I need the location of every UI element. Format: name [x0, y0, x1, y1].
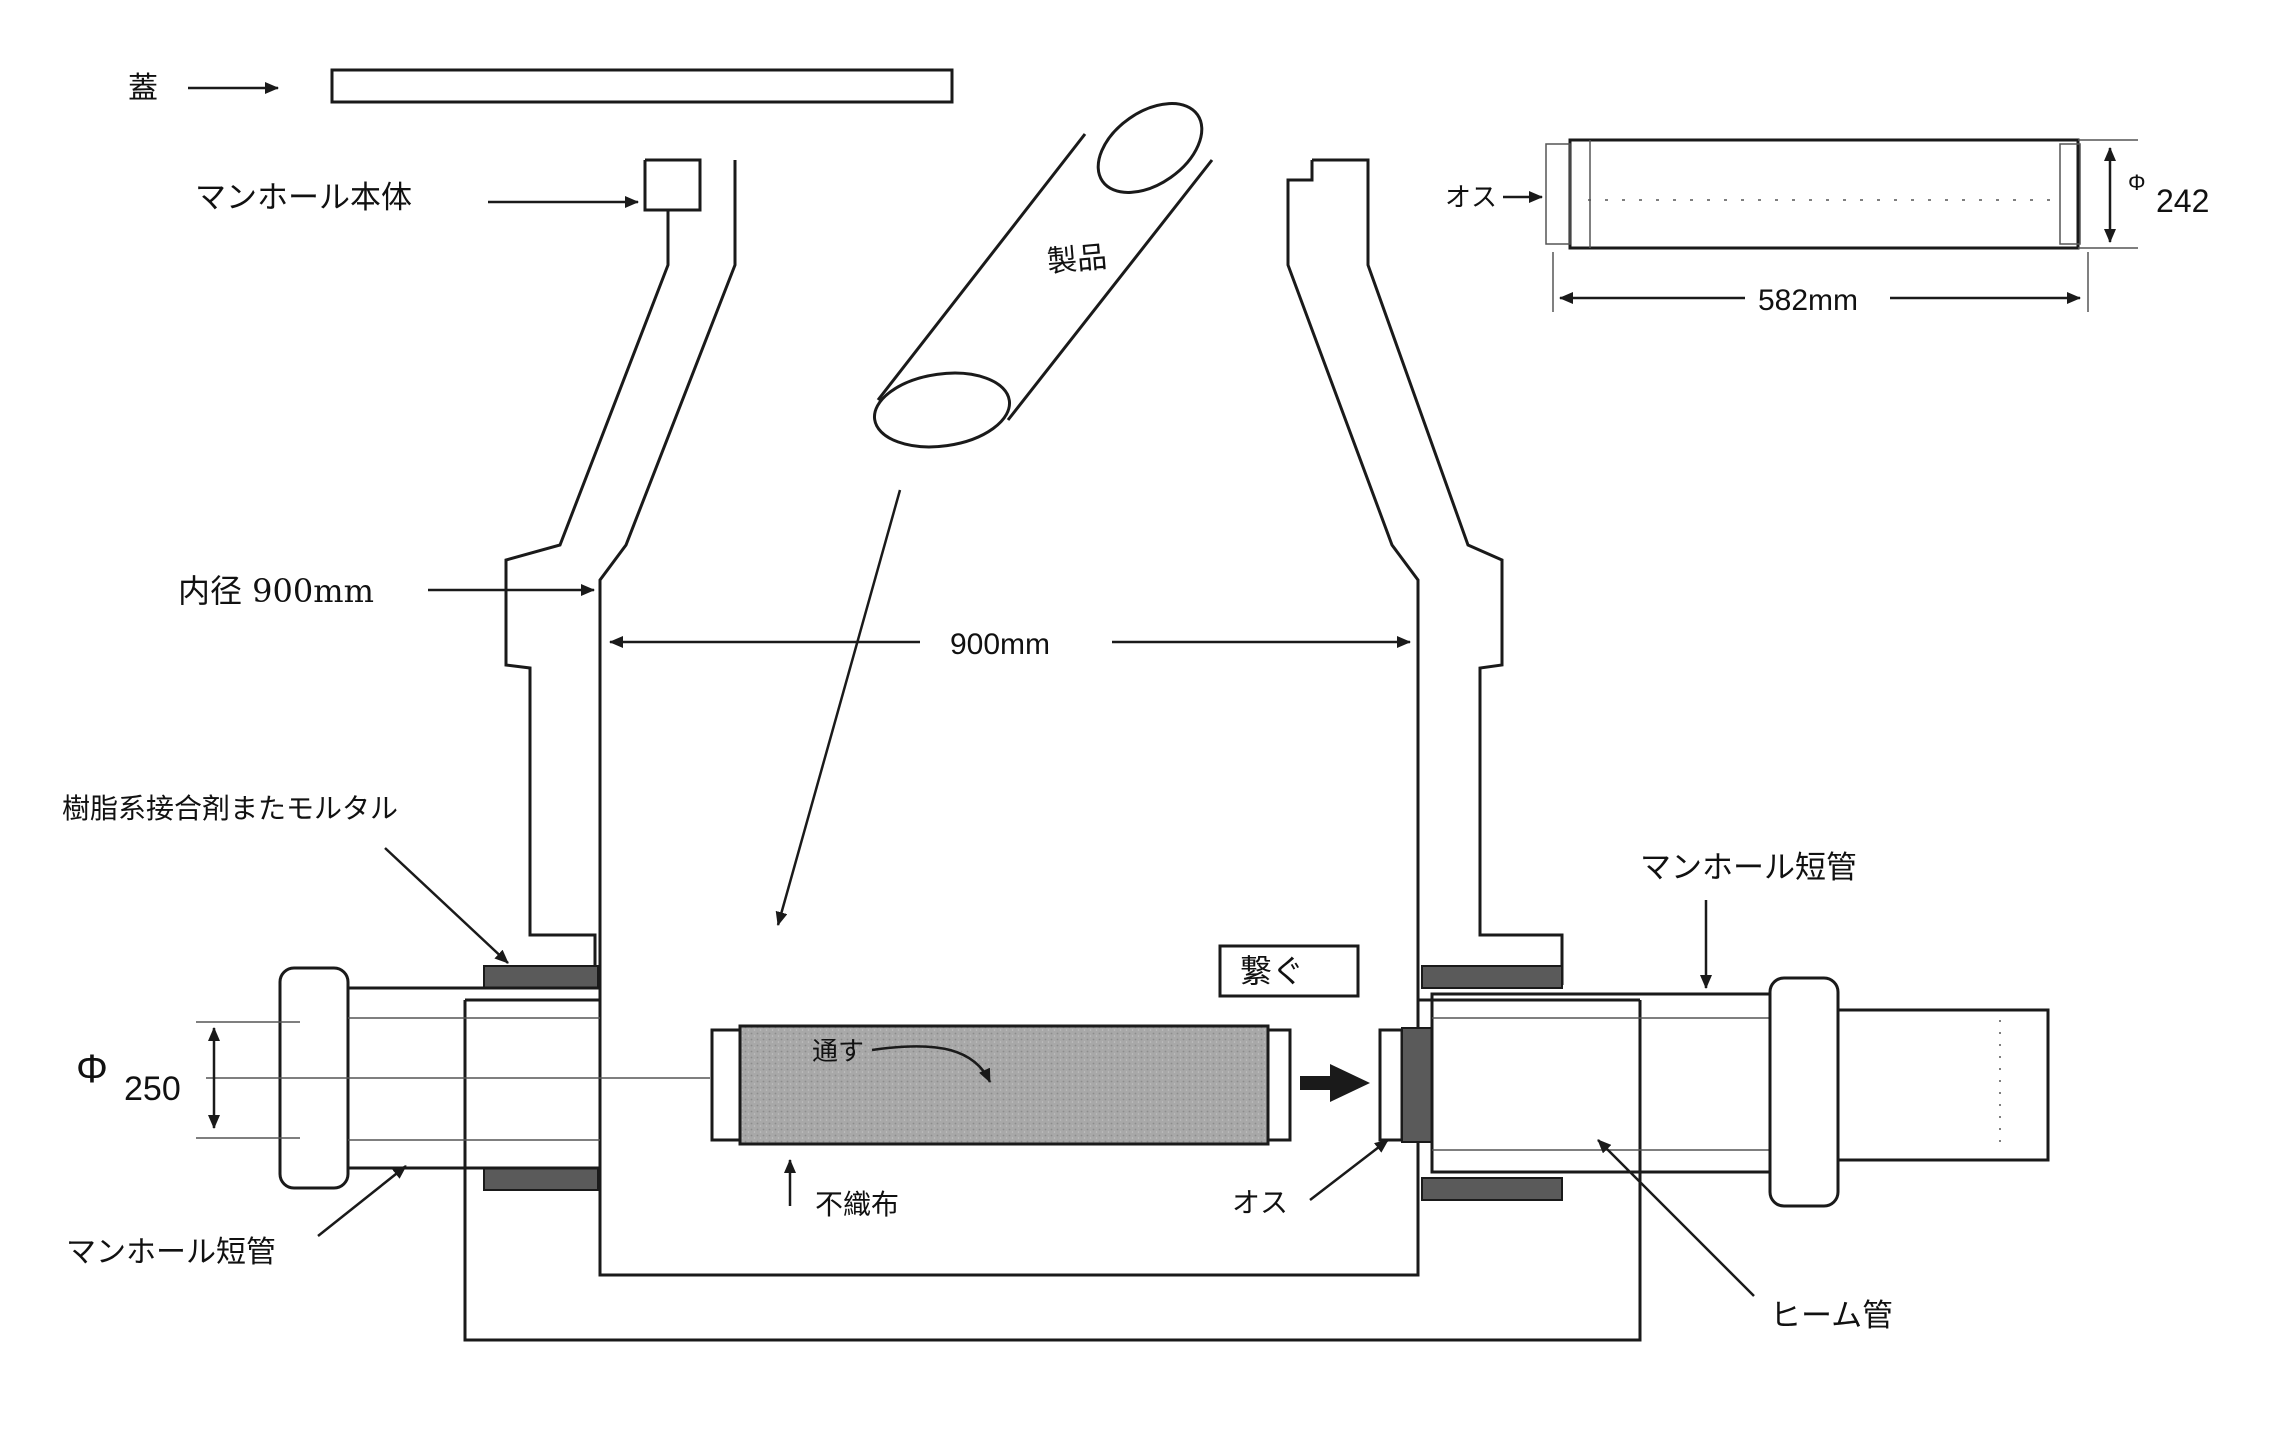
right-male-end — [1378, 1027, 1433, 1143]
connect-arrow — [1300, 1064, 1370, 1102]
short-pipe-right-label: マンホール短管 — [1640, 850, 1857, 886]
left-short-pipe — [206, 966, 710, 1190]
width-label: 900mm — [950, 628, 1050, 661]
manhole-body — [463, 158, 1642, 1342]
lid — [330, 68, 954, 104]
right-short-pipe — [1430, 976, 2050, 1208]
lid-label: 蓋 — [128, 71, 158, 106]
male-top-label: オス — [1445, 183, 1497, 213]
manhole-body-label: マンホール本体 — [195, 180, 412, 216]
connect-box — [1218, 944, 1360, 998]
pass-through-label: 通す — [812, 1037, 864, 1067]
male-bottom-arrow — [1309, 1139, 1389, 1201]
length-top-label: 582mm — [1758, 284, 1858, 317]
inserted-product — [710, 1024, 1292, 1146]
hume-pipe-arrow — [1597, 1139, 1755, 1297]
pass-through-arrow — [871, 1045, 992, 1083]
phi-left-symbol: Φ — [76, 1047, 108, 1091]
short-pipe-left-label: マンホール短管 — [66, 1235, 276, 1270]
phi-top-value: 242 — [2156, 183, 2209, 219]
nonwoven-label: 不織布 — [815, 1188, 899, 1221]
hume-pipe-label: ヒーム管 — [1770, 1298, 1893, 1334]
phi-left-value: 250 — [124, 1070, 181, 1108]
product-insert-arrow — [775, 489, 902, 926]
product-cylinder — [872, 102, 1214, 449]
short-pipe-left-arrow — [317, 1165, 407, 1237]
phi-top-symbol: Φ — [2128, 170, 2146, 195]
spec-pipe — [1545, 138, 2081, 250]
adhesive-label: 樹脂系接合剤またモルタル — [62, 792, 398, 825]
inner-diameter-label: 内径 900mm — [178, 572, 374, 610]
product-label: 製品 — [1046, 240, 1109, 280]
adhesive-arrow — [384, 847, 509, 964]
male-bottom-label: オス — [1232, 1186, 1288, 1219]
connect-label: 繋ぐ — [1240, 952, 1304, 990]
gaskets — [483, 965, 1563, 1201]
